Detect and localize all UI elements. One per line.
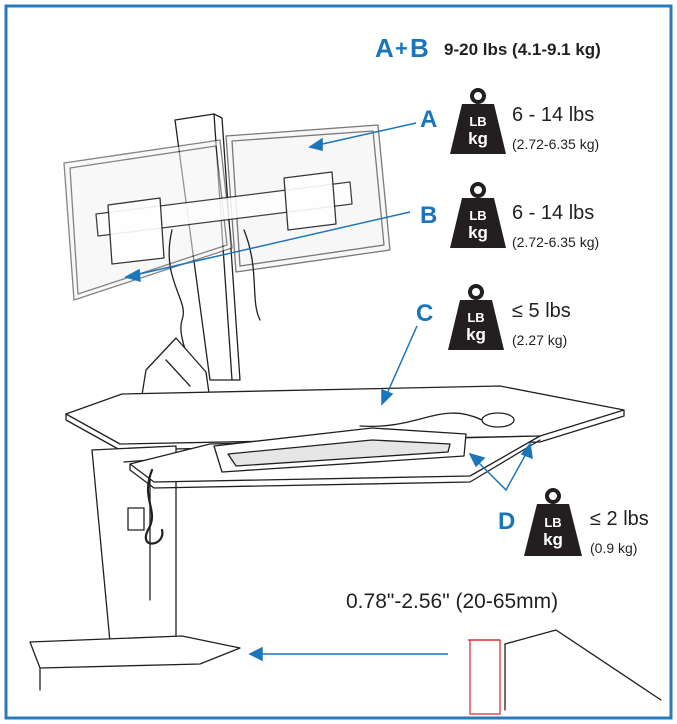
load-a-weight: 6 - 14 lbs <box>512 104 595 126</box>
weight-icon-lb: LB <box>467 310 485 325</box>
load-c-letter: C <box>416 300 434 327</box>
mouse <box>481 412 515 428</box>
load-a-letter: A <box>420 106 438 133</box>
load-a-metric: (2.72-6.35 kg) <box>512 136 600 152</box>
load-b-metric: (2.72-6.35 kg) <box>512 234 600 250</box>
desk-clearance-label: 0.78"-2.56" (20-65mm) <box>346 590 559 613</box>
load-c-weight: ≤ 5 lbs <box>512 300 571 322</box>
base-foot <box>29 635 241 669</box>
load-d-weight: ≤ 2 lbs <box>590 508 649 530</box>
weight-icon: LB kg <box>446 282 506 352</box>
weight-icon-kg: kg <box>468 223 488 242</box>
weight-icon-lb: LB <box>469 208 487 223</box>
header-letter-a: A <box>375 33 394 63</box>
load-d-metric: (0.9 kg) <box>590 540 638 556</box>
load-b-letter: B <box>420 202 438 229</box>
weight-icon: LB kg <box>448 180 508 250</box>
weight-icon-lb: LB <box>544 515 562 530</box>
header-letter-b: B <box>410 33 429 63</box>
weight-icon-kg: kg <box>468 129 488 148</box>
weight-icon-kg: kg <box>543 530 563 549</box>
clamp-dimension <box>469 639 501 715</box>
frame-border <box>4 4 673 720</box>
weight-icon: LB kg <box>448 86 508 156</box>
load-c-metric: (2.27 kg) <box>512 332 568 348</box>
load-d-letter: D <box>498 508 516 535</box>
header-range: 9-20 lbs (4.1-9.1 kg) <box>444 40 601 59</box>
weight-icon-kg: kg <box>466 325 486 344</box>
desk-edge <box>504 629 662 701</box>
header-plus: + <box>395 36 408 61</box>
weight-icon-lb: LB <box>469 114 487 129</box>
load-b-weight: 6 - 14 lbs <box>512 202 595 224</box>
weight-icon: LB kg <box>522 486 584 558</box>
